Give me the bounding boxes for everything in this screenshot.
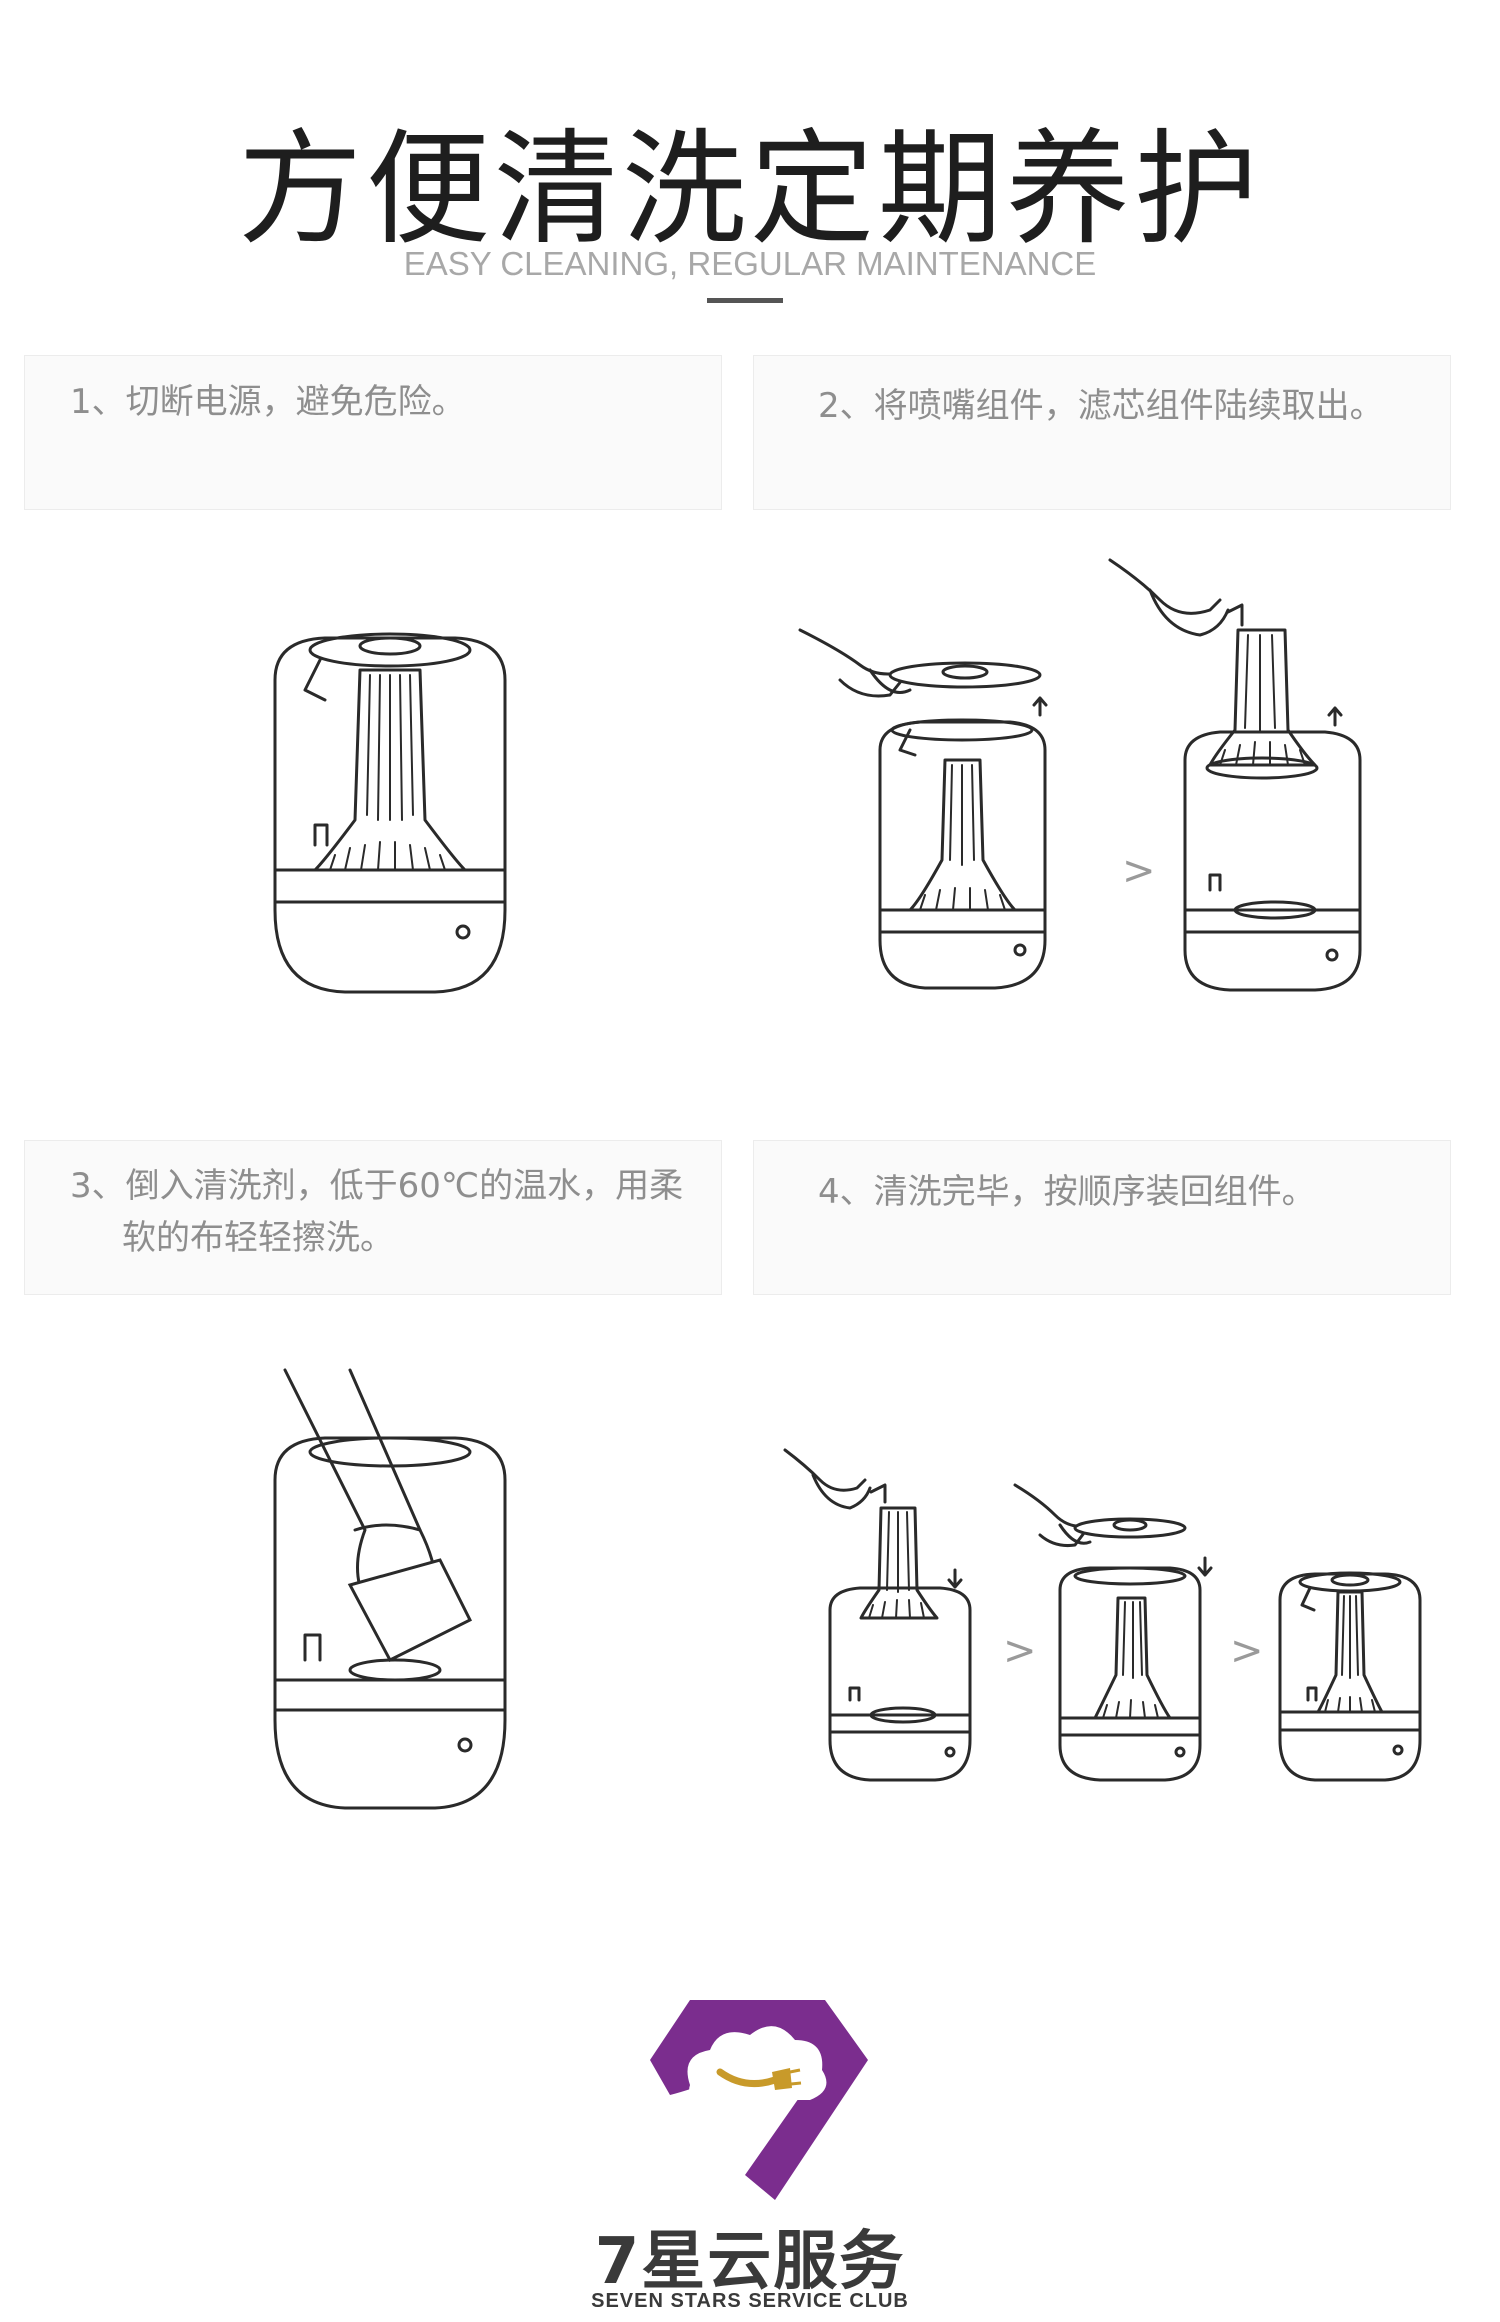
- step-3-box: [24, 1140, 722, 1295]
- brand-logo-icon: [650, 2000, 868, 2200]
- brand-name: 7星云服务: [594, 2225, 906, 2299]
- separator-arrow: >: [1230, 1628, 1264, 1674]
- step-1-line: 1、切断电源，避免危险。: [70, 382, 466, 422]
- step-3-line-2: 软的布轻轻擦洗。: [122, 1218, 394, 1258]
- step-3-text: 3、倒入清洗剂，低于60℃的温水，用柔 软的布轻轻擦洗。: [70, 1160, 683, 1264]
- step-2-box: [753, 355, 1451, 510]
- cleaning-cloth-illustration: [273, 1368, 507, 1810]
- remove-filter-illustration: [1108, 558, 1362, 992]
- step-4-box: [753, 1140, 1451, 1295]
- remove-nozzle-illustration: [798, 628, 1048, 990]
- separator-arrow: >: [1122, 848, 1156, 894]
- step-4-text: 4、清洗完毕，按顺序装回组件。: [818, 1166, 1316, 1218]
- step-2-line: 2、将喷嘴组件，滤芯组件陆续取出。: [818, 386, 1384, 426]
- step-2-text: 2、将喷嘴组件，滤芯组件陆续取出。: [818, 380, 1384, 432]
- insert-nozzle-illustration: [1013, 1483, 1213, 1782]
- brand-name-english: SEVEN STARS SERVICE CLUB: [591, 2290, 909, 2312]
- step-1-box: [24, 355, 722, 510]
- insert-filter-illustration: [783, 1448, 972, 1782]
- separator-arrow: >: [1003, 1628, 1037, 1674]
- title-divider: [707, 298, 783, 303]
- step-3-line-1: 3、倒入清洗剂，低于60℃的温水，用柔: [70, 1166, 684, 1206]
- page-subtitle: EASY CLEANING, REGULAR MAINTENANCE: [403, 245, 1097, 282]
- page-title: 方便清洗定期养护: [237, 118, 1262, 262]
- step-4-line: 4、清洗完毕，按顺序装回组件。: [818, 1172, 1316, 1212]
- step-1-text: 1、切断电源，避免危险。: [70, 376, 466, 428]
- reassembled-humidifier-illustration: [1278, 1571, 1422, 1782]
- humidifier-assembled-illustration: [273, 632, 507, 994]
